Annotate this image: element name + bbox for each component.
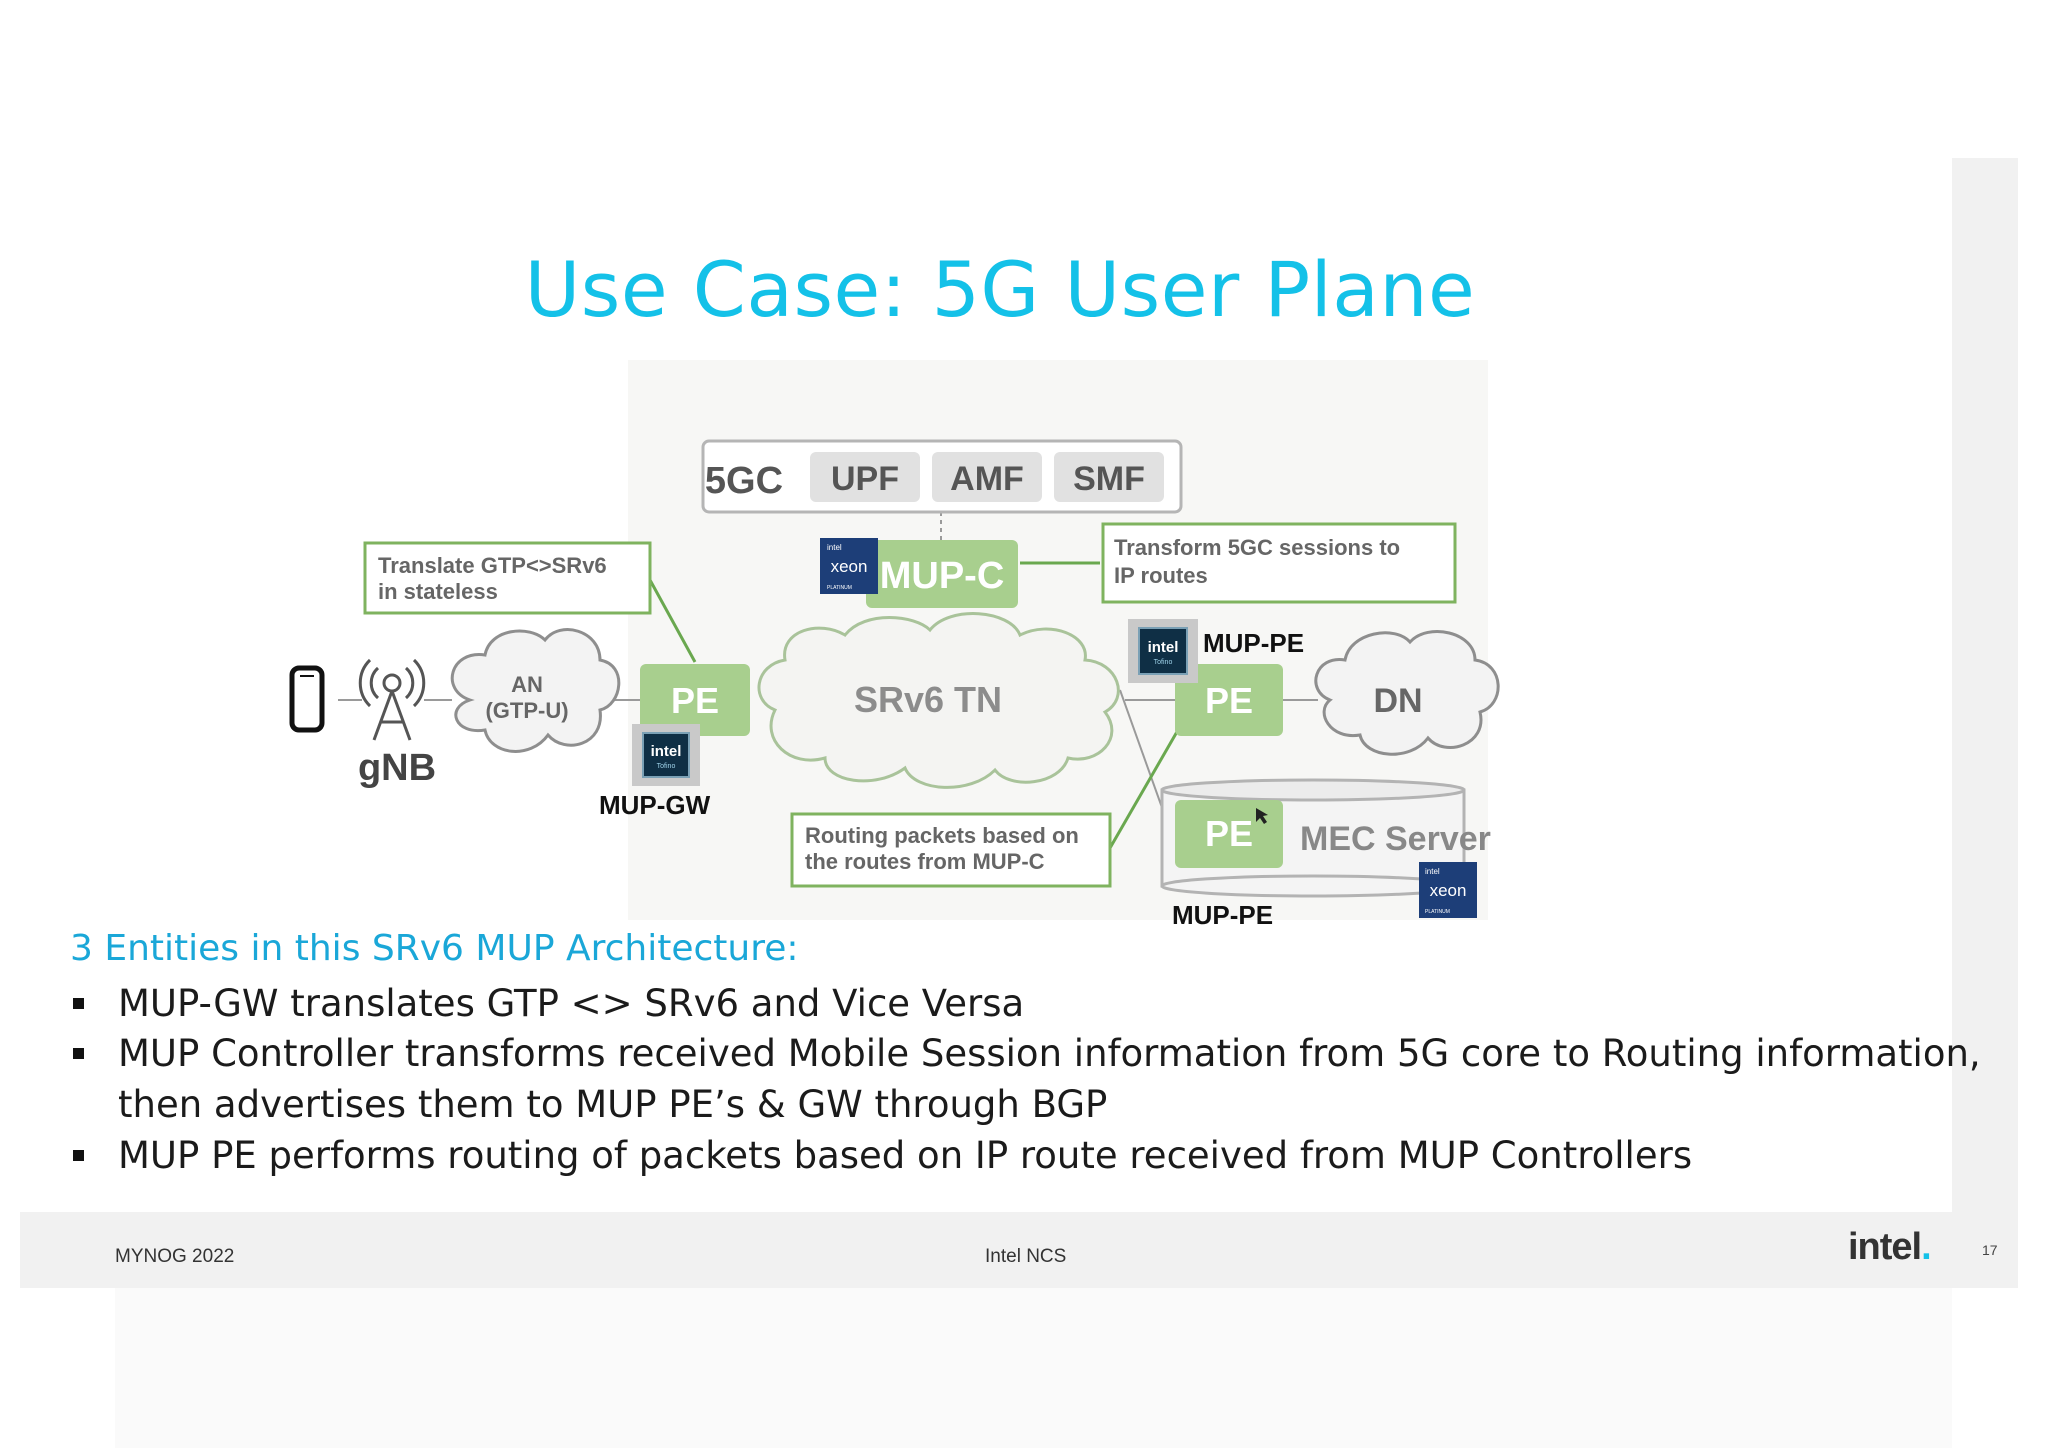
antenna-icon — [358, 658, 426, 741]
tofino-badge-gw-tofino: Tofino — [657, 763, 676, 770]
bullet-2-text: MUP Controller transforms received Mobil… — [118, 1032, 1981, 1075]
note-callout-lines — [648, 561, 1180, 849]
mup-c-label: MUP-C — [880, 555, 1005, 597]
bullet-2-continued-text: then advertises them to MUP PE’s & GW th… — [118, 1083, 1108, 1126]
5gc-label: 5GC — [705, 460, 783, 502]
routing-note-line-1: Routing packets based on — [805, 823, 1079, 848]
mec-server-cylinder — [1160, 778, 1466, 898]
tofino-badge-pe-tofino: Tofino — [1154, 659, 1173, 666]
transform-note-line-2: IP routes — [1114, 563, 1208, 588]
tofino-badge-gw-intel: intel — [651, 743, 682, 760]
xeon-badge-mec — [1419, 862, 1477, 918]
mup-pe-top-label: MUP-PE — [1203, 628, 1304, 658]
tofino-badge-pe — [1138, 627, 1188, 675]
translate-note-line-2: in stateless — [378, 579, 498, 604]
pe-box-dn — [1175, 664, 1283, 736]
lower-blank-area — [115, 1288, 1952, 1448]
bullet-square-icon — [73, 1150, 84, 1161]
phone-icon — [289, 665, 325, 733]
xeon-badge-mupc-intel: intel — [827, 543, 842, 552]
routing-note-line-2: the routes from MUP-C — [805, 849, 1045, 874]
amf-label: AMF — [950, 460, 1024, 498]
upf-box — [810, 452, 920, 502]
mouse-cursor-icon — [1256, 808, 1268, 824]
routing-callout-line — [1108, 729, 1180, 849]
footer-bar — [20, 1212, 1952, 1288]
entities-subtitle: 3 Entities in this SRv6 MUP Architecture… — [70, 928, 799, 969]
amf-box — [932, 452, 1042, 502]
intel-logo: intel. — [1848, 1226, 1932, 1268]
translate-callout-line — [648, 579, 697, 663]
smf-label: SMF — [1073, 460, 1145, 498]
smf-box — [1054, 452, 1164, 502]
mec-server-label: MEC Server — [1300, 820, 1491, 858]
right-side-panel — [1952, 158, 2018, 1288]
upf-label: UPF — [831, 460, 899, 498]
bullet-3-text: MUP PE performs routing of packets based… — [118, 1134, 1693, 1177]
xeon-badge-mec-xeon: xeon — [1430, 881, 1467, 900]
dn-label: DN — [1373, 682, 1422, 720]
translate-note-line-1: Translate GTP<>SRv6 — [378, 553, 607, 578]
pe-gw-label: PE — [671, 680, 719, 721]
bullet-1-text: MUP-GW translates GTP <> SRv6 and Vice V… — [118, 982, 1025, 1025]
dn-cloud — [1314, 630, 1500, 756]
mup-gw-label: MUP-GW — [599, 790, 711, 820]
tofino-badge-pe-intel: intel — [1148, 639, 1179, 656]
pe-box-gw — [640, 664, 750, 736]
bullet-square-icon — [73, 998, 84, 1009]
xeon-badge-mec-intel: intel — [1425, 867, 1440, 876]
mup-c-box — [866, 540, 1018, 608]
xeon-badge-mupc-platinum: PLATINUM — [827, 585, 852, 591]
translate-note-box — [363, 541, 652, 615]
mup-pe-bottom-label: MUP-PE — [1172, 900, 1273, 930]
srv6-tn-label: SRv6 TN — [854, 679, 1002, 720]
an-cloud-label-1: AN — [511, 672, 543, 697]
page-number: 17 — [1982, 1242, 1998, 1258]
srv6-tn-cloud — [757, 612, 1120, 789]
footer-event: MYNOG 2022 — [115, 1246, 235, 1267]
bullet-square-icon — [73, 1048, 84, 1059]
pe-dn-label: PE — [1205, 680, 1253, 721]
tofino-badge-gw — [642, 732, 690, 778]
transform-note-box — [1101, 522, 1457, 604]
an-cloud — [450, 628, 621, 753]
footer-org: Intel NCS — [985, 1246, 1067, 1267]
slide-title: Use Case: 5G User Plane — [524, 245, 1476, 334]
xeon-badge-mupc-xeon: xeon — [831, 557, 868, 576]
xeon-badge-mupc — [820, 538, 878, 594]
routing-note-box — [790, 812, 1112, 888]
intel-logo-text: intel — [1848, 1226, 1922, 1268]
gnb-label: gNB — [358, 747, 436, 789]
pe-mec-label: PE — [1205, 813, 1253, 854]
an-cloud-label-2: (GTP-U) — [485, 698, 568, 723]
transform-note-line-1: Transform 5GC sessions to — [1114, 535, 1400, 560]
xeon-badge-mec-platinum: PLATINUM — [1425, 909, 1450, 915]
